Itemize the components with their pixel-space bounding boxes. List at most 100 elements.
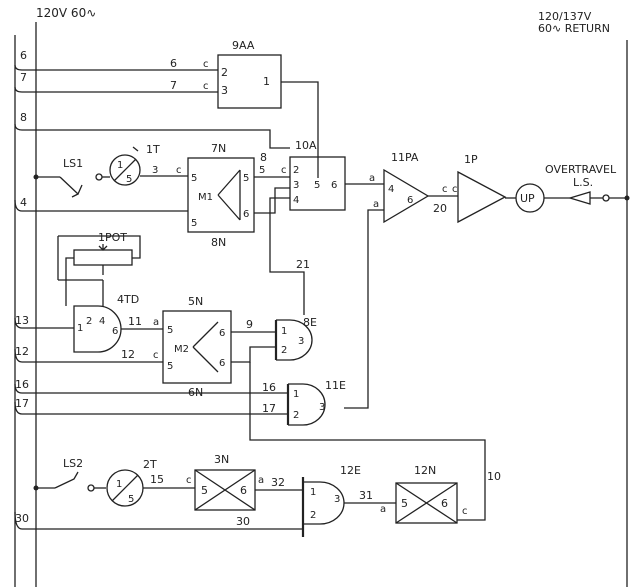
block-3n-x — [194, 469, 256, 511]
block-9aa — [217, 54, 282, 109]
block-7n-pinr1: 5 — [243, 173, 249, 184]
block-5n-pinl2: 5 — [167, 361, 173, 372]
gate-11e — [288, 383, 326, 426]
timer-1t-pin1: 1 — [117, 160, 123, 171]
wire-12 — [14, 348, 163, 363]
block-5n-symbol — [192, 321, 219, 373]
wire-20-label: 20 — [433, 202, 447, 215]
timer-1t-arrow — [132, 146, 139, 152]
wire-31-label: 31 — [359, 489, 373, 502]
wire-10-label: 10 — [487, 470, 501, 483]
ls1-label: LS1 — [63, 157, 83, 170]
wire-4 — [14, 199, 188, 212]
wire-16-label-mid: 16 — [262, 381, 276, 394]
wire-32-label: 32 — [271, 476, 285, 489]
wire-10 — [249, 362, 486, 521]
wire-13 — [14, 317, 74, 329]
block-10a-pin3: 3 — [293, 180, 299, 191]
right-supply-label-1: 120/137V — [538, 10, 592, 23]
amp-1p-label: 1P — [464, 153, 478, 166]
right-rail-junction — [624, 195, 630, 201]
wire-label-8: 8 — [20, 111, 27, 124]
block-4td-pin6: 6 — [112, 326, 118, 337]
block-10a-label: 10A — [295, 139, 317, 152]
left-supply-label: 120V 60∿ — [36, 6, 96, 20]
wire-9aa-out — [281, 81, 319, 157]
block-7n-pinl1: 5 — [191, 173, 197, 184]
block-10a-pin4: 4 — [293, 195, 299, 206]
block-7n — [187, 157, 255, 233]
c-9aa-a: c — [203, 59, 209, 70]
overtravel-switch-icon — [567, 191, 603, 205]
wire-label-7: 7 — [20, 71, 27, 84]
block-4td-pin1: 1 — [77, 323, 83, 334]
block-10a-pin2: 2 — [293, 165, 299, 176]
wire-8-label-mid: 8 — [260, 151, 267, 164]
c-11pa-out: c — [442, 184, 448, 195]
wire-7n-5: 5 — [259, 165, 265, 176]
block-3n-label: 3N — [214, 453, 229, 466]
wire-label-13: 13 — [15, 314, 29, 327]
timer-1t-slash — [113, 158, 137, 182]
wire-30-label-mid: 30 — [236, 515, 250, 528]
block-5n-pinl1: 5 — [167, 325, 173, 336]
block-5n-pinr2: 6 — [219, 358, 225, 369]
pot-wiper-arrow — [98, 244, 108, 251]
c-10a-out: a — [369, 173, 375, 184]
c-m2-c: c — [153, 350, 159, 361]
gate-8e-pin3: 3 — [298, 336, 304, 347]
wire-11pa-in2 — [344, 209, 384, 409]
gate-8e-label: 8E — [303, 316, 317, 329]
block-9aa-pin1: 1 — [263, 75, 270, 88]
block-7n-m1: M1 — [198, 192, 213, 203]
ls2-contact — [87, 484, 95, 492]
block-7n-label: 7N — [211, 142, 226, 155]
c-3n: a — [258, 475, 264, 486]
gate-12e — [303, 481, 345, 525]
gate-11e-pin2: 2 — [293, 410, 299, 421]
timer-2t-slash — [111, 474, 139, 502]
timer-2t-pin5: 5 — [128, 494, 134, 505]
timer-1t-pin5: 5 — [126, 174, 132, 185]
pot-to-4td — [65, 257, 104, 306]
amp-11pa-label: 11PA — [391, 151, 419, 164]
block-9aa-pin2: 2 — [221, 66, 228, 79]
c-12n-a: a — [380, 504, 386, 515]
wire-21-label: 21 — [296, 258, 310, 271]
block-7n-pinl2: 5 — [191, 218, 197, 229]
gate-12e-pin3: 3 — [334, 494, 340, 505]
gate-11e-pin3: 3 — [319, 402, 325, 413]
gate-12e-pin1: 1 — [310, 487, 316, 498]
block-12n-x — [395, 482, 458, 524]
c-1p: c — [452, 184, 458, 195]
block-4td-pin4: 4 — [99, 316, 105, 327]
block-12n-label: 12N — [414, 464, 436, 477]
c-12n-c: c — [462, 506, 468, 517]
overtravel-contact — [602, 194, 610, 202]
gate-11e-pin1: 1 — [293, 389, 299, 400]
wire-17 — [14, 401, 288, 415]
wire-6-label-mid: 6 — [170, 57, 177, 70]
wire-6 — [14, 64, 218, 71]
wire-label-17: 17 — [15, 397, 29, 410]
ls1-switch-icon — [59, 176, 83, 198]
wire-label-30: 30 — [15, 512, 29, 525]
wire-7-label-mid: 7 — [170, 79, 177, 92]
pot-wiper — [57, 235, 141, 281]
c-2t: c — [186, 475, 192, 486]
timer-1t-pin3: 3 — [152, 165, 158, 176]
c-9aa-b: c — [203, 81, 209, 92]
c-m2-a: a — [153, 317, 159, 328]
ls2-switch-icon — [54, 471, 79, 489]
c-10a: c — [281, 165, 287, 176]
block-10a-pin5: 5 — [314, 180, 320, 191]
block-5n — [162, 310, 232, 384]
overtravel-label-2: L.S. — [573, 176, 593, 189]
block-12n-pin5: 5 — [401, 497, 408, 510]
block-5n-label: 5N — [188, 295, 203, 308]
block-8n-label: 8N — [211, 236, 226, 249]
wire-12-label-mid: 12 — [121, 348, 135, 361]
amp-1p — [457, 170, 507, 224]
gate-11e-label: 11E — [325, 379, 346, 392]
